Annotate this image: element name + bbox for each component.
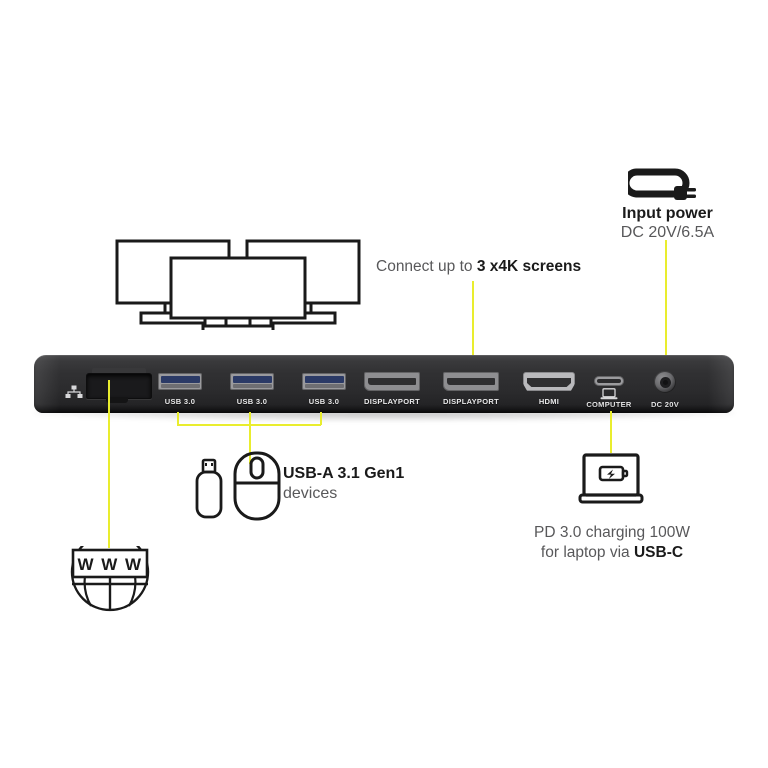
connector-line-power [665, 240, 667, 380]
www-globe-icon: W W W [64, 532, 156, 635]
pd-charging-line2-bold: USB-C [633, 544, 684, 561]
computer-mouse-icon [232, 450, 282, 527]
three-monitors-icon [113, 238, 363, 337]
pd-charging-line2-regular: for laptop via [540, 544, 634, 561]
laptop-charging-icon [576, 452, 646, 515]
usb-a-port-icon [304, 375, 344, 383]
usb-a-port-1[interactable] [158, 373, 202, 390]
connector-line-usb-left [177, 412, 179, 425]
usb-c-port-computer[interactable] [594, 376, 624, 386]
usb-flash-drive-icon [194, 458, 224, 525]
laptop-port-icon [600, 388, 618, 400]
usb-devices-text-regular: devices [283, 485, 338, 502]
dock-shadow [34, 411, 734, 421]
dc-power-jack[interactable] [654, 371, 676, 393]
connector-line-usb-mid [249, 412, 251, 425]
input-power-title: Input power [622, 205, 713, 222]
usb-a-port-3[interactable] [302, 373, 346, 390]
ethernet-icon [65, 385, 83, 398]
connector-line-ethernet [108, 380, 110, 548]
pd-charging-callout-text: PD 3.0 charging 100W for laptop via USB-… [512, 524, 712, 562]
port-label-dc: DC 20V [650, 400, 680, 409]
displayport-icon [447, 378, 495, 385]
port-label-usb2: USB 3.0 [236, 397, 268, 406]
dock-edge-left [34, 355, 60, 413]
www-label: W W W [77, 555, 142, 574]
pd-charging-line1: PD 3.0 charging 100W [534, 524, 690, 541]
screens-text-regular: Connect up to [376, 258, 477, 275]
ethernet-port[interactable] [86, 373, 152, 399]
input-power-subtitle: DC 20V/6.5A [620, 224, 715, 241]
connector-line-screens-riser [472, 281, 474, 363]
port-label-usb1: USB 3.0 [164, 397, 196, 406]
port-label-displayport2: DISPLAYPORT [443, 397, 499, 406]
docking-station: USB 3.0 USB 3.0 USB 3.0 DISPLAYPORT [34, 355, 734, 421]
dock-edge-right [708, 355, 734, 413]
screens-text-bold: 3 x4K screens [476, 258, 582, 275]
connector-line-usb-right [320, 412, 322, 425]
hdmi-port[interactable] [523, 372, 575, 391]
connector-line-computer [610, 411, 612, 453]
ethernet-port-tab [106, 397, 128, 403]
displayport-icon [368, 378, 416, 385]
usb-a-port-2[interactable] [230, 373, 274, 390]
dc-jack-icon [662, 379, 668, 385]
usb-a-port-icon [160, 375, 200, 383]
displayport-1[interactable] [364, 372, 420, 391]
usb-a-tongue-1 [160, 383, 200, 388]
input-power-callout-text: Input power DC 20V/6.5A [595, 205, 740, 242]
port-label-usb3: USB 3.0 [308, 397, 340, 406]
hdmi-icon [527, 378, 571, 387]
port-label-displayport1: DISPLAYPORT [364, 397, 420, 406]
port-label-hdmi: HDMI [538, 397, 560, 406]
usb-a-port-icon [232, 375, 272, 383]
screens-callout-text: Connect up to 3 x4K screens [376, 258, 581, 277]
usb-devices-callout-text: USB-A 3.1 Gen1 devices [283, 465, 404, 503]
usb-c-port-icon [597, 379, 621, 383]
usb-a-tongue-3 [304, 383, 344, 388]
pd-charging-line2: for laptop via USB-C [512, 544, 712, 562]
usb-devices-text-bold: USB-A 3.1 Gen1 [283, 465, 405, 482]
usb-a-tongue-2 [232, 383, 272, 388]
dock-body: USB 3.0 USB 3.0 USB 3.0 DISPLAYPORT [34, 355, 734, 413]
displayport-2[interactable] [443, 372, 499, 391]
ethernet-port-lip [92, 368, 146, 376]
connector-line-usb-riser [249, 424, 251, 464]
